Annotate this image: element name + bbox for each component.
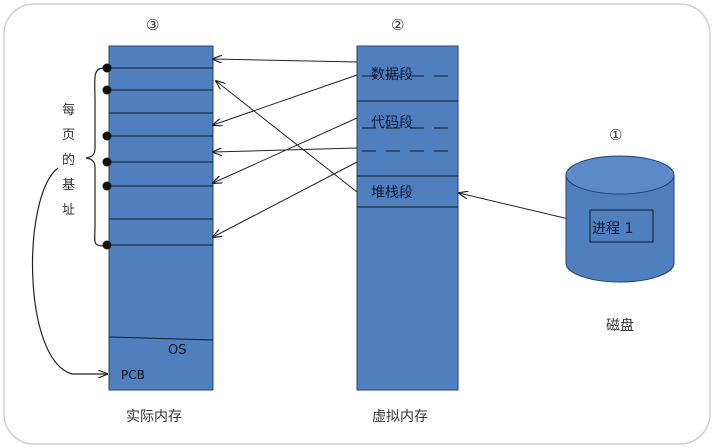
page-boundaries-dashed bbox=[362, 75, 458, 152]
pcb-label: PCB bbox=[121, 368, 145, 382]
page-base-char: 每 bbox=[62, 102, 75, 118]
page-base-dot bbox=[102, 157, 112, 167]
marker-disk: ① bbox=[609, 126, 622, 144]
marker-virtual: ② bbox=[391, 16, 404, 34]
segment-code: 代码段 bbox=[371, 115, 413, 131]
mapping-arrow bbox=[213, 117, 358, 183]
page-base-dot bbox=[102, 85, 112, 95]
page-base-dot bbox=[102, 63, 112, 73]
disk-top bbox=[565, 155, 675, 195]
page-base-to-pcb-arrow bbox=[31, 167, 107, 374]
marker-physical: ③ bbox=[146, 16, 159, 34]
page-base-brace bbox=[85, 67, 105, 247]
page-base-char: 基 bbox=[62, 178, 75, 193]
physical-page-dividers bbox=[108, 67, 214, 341]
virtual-memory-caption: 虚拟内存 bbox=[372, 409, 428, 425]
virtual-memory: 数据段 代码段 堆栈段 bbox=[356, 45, 459, 391]
page-base-char: 页 bbox=[62, 128, 75, 143]
page-base-dot bbox=[102, 131, 112, 141]
mapping-arrows bbox=[213, 59, 591, 237]
page-base-dots bbox=[102, 63, 112, 250]
mapping-arrow bbox=[216, 81, 358, 193]
page-base-char: 址 bbox=[62, 203, 75, 218]
disk-caption: 磁盘 bbox=[606, 317, 634, 334]
physical-memory: OS PCB bbox=[108, 45, 214, 391]
mapping-arrow bbox=[213, 161, 358, 237]
mapping-arrow bbox=[213, 59, 358, 62]
page-base-label: 每 页 的 基 址 bbox=[62, 102, 75, 218]
physical-memory-block bbox=[108, 45, 214, 391]
page-base-dot bbox=[102, 181, 112, 191]
segment-data: 数据段 bbox=[371, 67, 413, 83]
physical-memory-caption: 实际内存 bbox=[126, 409, 182, 425]
disk-body bbox=[565, 175, 675, 283]
virtual-memory-block bbox=[356, 45, 459, 391]
page-base-dot bbox=[102, 240, 112, 250]
page-base-char: 的 bbox=[62, 152, 75, 168]
mapping-arrow bbox=[213, 74, 358, 125]
os-label: OS bbox=[168, 343, 186, 358]
disk: 进程 1 bbox=[565, 155, 675, 283]
process-label: 进程 1 bbox=[592, 221, 633, 237]
segment-stack: 堆栈段 bbox=[371, 185, 413, 201]
process-box bbox=[589, 209, 654, 243]
